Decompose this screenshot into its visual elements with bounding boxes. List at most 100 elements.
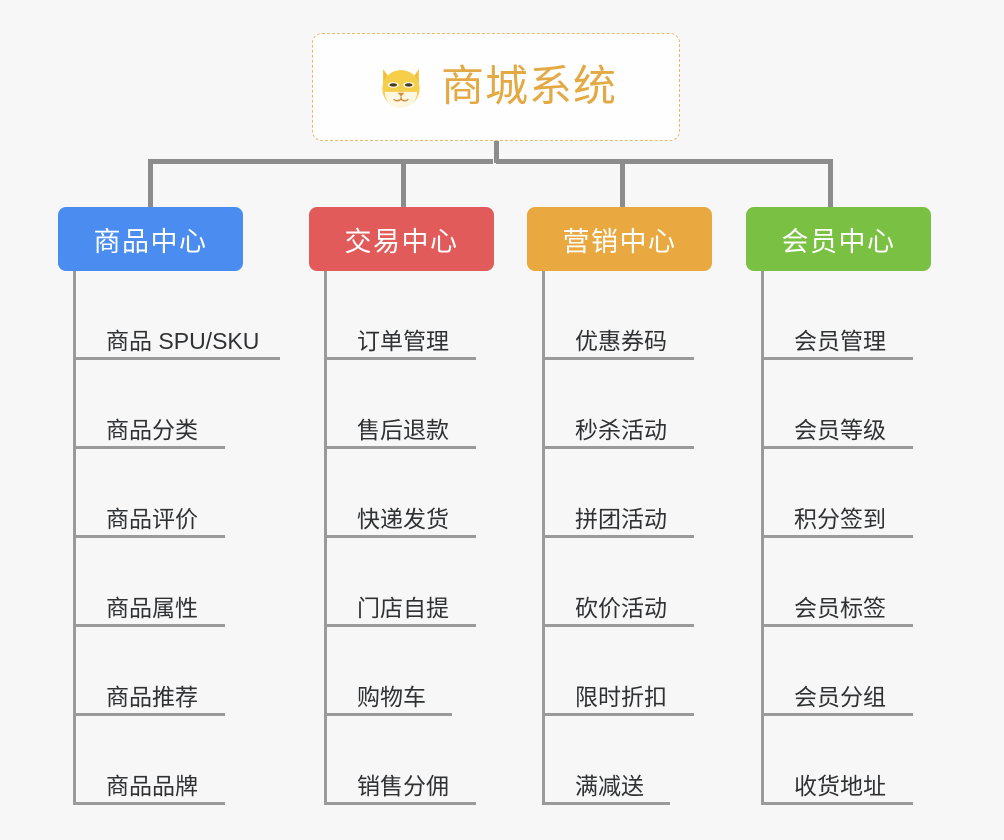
- branch-header-2[interactable]: 交易中心: [309, 207, 494, 271]
- leaf-list-4: 会员管理 会员等级 积分签到 会员标签 会员分组 收货地址: [761, 271, 913, 805]
- leaf-rule: [542, 357, 694, 360]
- leaf-label: 会员管理: [794, 327, 886, 354]
- leaf-label: 商品推荐: [106, 683, 198, 710]
- leaf-rule: [324, 624, 476, 627]
- leaf-label: 会员标签: [794, 594, 886, 621]
- leaf-rule: [324, 713, 452, 716]
- connector-drop-4: [828, 159, 833, 209]
- leaf-item[interactable]: 快递发货: [324, 449, 476, 538]
- connector-bus-left: [148, 159, 493, 164]
- leaf-label: 商品属性: [106, 594, 198, 621]
- branch-header-label-2: 交易中心: [344, 226, 459, 257]
- leaf-label: 积分签到: [794, 505, 886, 532]
- leaf-item[interactable]: 商品 SPU/SKU: [73, 271, 280, 360]
- leaf-label: 商品品牌: [106, 772, 198, 799]
- leaf-label: 商品分类: [106, 416, 198, 443]
- branch-trunk-4: [761, 271, 764, 805]
- leaf-label: 购物车: [357, 683, 426, 710]
- leaf-label: 商品评价: [106, 505, 198, 532]
- leaf-item[interactable]: 秒杀活动: [542, 360, 694, 449]
- leaf-list-1: 商品 SPU/SKU 商品分类 商品评价 商品属性 商品推荐 商品品牌: [73, 271, 280, 805]
- leaf-item[interactable]: 售后退款: [324, 360, 476, 449]
- branch-trunk-2: [324, 271, 327, 805]
- leaf-label: 限时折扣: [575, 683, 667, 710]
- leaf-item[interactable]: 购物车: [324, 627, 455, 716]
- leaf-rule: [73, 624, 225, 627]
- leaf-rule: [324, 357, 476, 360]
- leaf-item[interactable]: 限时折扣: [542, 627, 694, 716]
- leaf-label: 快递发货: [357, 505, 449, 532]
- leaf-label: 订单管理: [357, 327, 449, 354]
- leaf-item[interactable]: 拼团活动: [542, 449, 694, 538]
- leaf-rule: [542, 624, 694, 627]
- leaf-item[interactable]: 商品分类: [73, 360, 265, 449]
- leaf-label: 砍价活动: [575, 594, 667, 621]
- leaf-rule: [761, 446, 913, 449]
- branch-header-4[interactable]: 会员中心: [746, 207, 931, 271]
- leaf-rule: [73, 535, 225, 538]
- leaf-rule: [324, 446, 476, 449]
- leaf-item[interactable]: 会员管理: [761, 271, 913, 360]
- leaf-item[interactable]: 会员分组: [761, 627, 913, 716]
- leaf-item[interactable]: 商品属性: [73, 538, 265, 627]
- leaf-rule: [73, 713, 225, 716]
- leaf-rule: [324, 535, 476, 538]
- leaf-rule: [542, 713, 694, 716]
- shiba-dog-emoji: [382, 69, 420, 109]
- root-title: 商城系统: [441, 62, 617, 111]
- leaf-item[interactable]: 满减送: [542, 716, 673, 805]
- leaf-label: 会员等级: [794, 416, 886, 443]
- leaf-rule: [73, 802, 225, 805]
- branch-header-label-1: 商品中心: [93, 226, 208, 257]
- leaf-rule: [73, 357, 280, 360]
- leaf-item[interactable]: 会员标签: [761, 538, 913, 627]
- branch-column-1: 商品中心 商品 SPU/SKU 商品分类 商品评价 商品属性 商品推荐: [58, 207, 280, 805]
- leaf-rule: [761, 624, 913, 627]
- branch-header-label-4: 会员中心: [781, 226, 896, 257]
- leaf-label: 会员分组: [794, 683, 886, 710]
- leaf-label: 门店自提: [357, 594, 449, 621]
- leaf-item[interactable]: 商品品牌: [73, 716, 265, 805]
- leaf-item[interactable]: 订单管理: [324, 271, 476, 360]
- leaf-list-2: 订单管理 售后退款 快递发货 门店自提 购物车 销售分佣: [324, 271, 476, 805]
- leaf-rule: [761, 357, 913, 360]
- leaf-label: 收货地址: [794, 772, 886, 799]
- branch-column-4: 会员中心 会员管理 会员等级 积分签到 会员标签 会员分组: [746, 207, 931, 805]
- branch-header-label-3: 营销中心: [562, 226, 677, 257]
- branch-column-3: 营销中心 优惠券码 秒杀活动 拼团活动 砍价活动 限时折扣: [527, 207, 712, 805]
- leaf-label: 满减送: [575, 772, 644, 799]
- leaf-label: 优惠券码: [575, 327, 667, 354]
- branch-column-2: 交易中心 订单管理 售后退款 快递发货 门店自提 购物车: [309, 207, 494, 805]
- connector-drop-1: [148, 159, 153, 209]
- branch-header-3[interactable]: 营销中心: [527, 207, 712, 271]
- leaf-item[interactable]: 商品评价: [73, 449, 265, 538]
- leaf-list-3: 优惠券码 秒杀活动 拼团活动 砍价活动 限时折扣 满减送: [542, 271, 694, 805]
- leaf-label: 拼团活动: [575, 505, 667, 532]
- branch-trunk-3: [542, 271, 545, 805]
- connector-root-stem: [494, 141, 499, 163]
- leaf-rule: [761, 802, 913, 805]
- leaf-rule: [324, 802, 476, 805]
- leaf-item[interactable]: 积分签到: [761, 449, 913, 538]
- leaf-item[interactable]: 销售分佣: [324, 716, 476, 805]
- leaf-item[interactable]: 收货地址: [761, 716, 913, 805]
- root-node[interactable]: 商城系统: [312, 33, 680, 141]
- leaf-rule: [542, 446, 694, 449]
- leaf-item[interactable]: 门店自提: [324, 538, 476, 627]
- leaf-label: 商品 SPU/SKU: [106, 327, 260, 354]
- leaf-rule: [542, 535, 694, 538]
- branch-header-1[interactable]: 商品中心: [58, 207, 243, 271]
- leaf-rule: [761, 713, 913, 716]
- leaf-label: 售后退款: [357, 416, 449, 443]
- leaf-label: 销售分佣: [357, 772, 449, 799]
- leaf-rule: [761, 535, 913, 538]
- leaf-item[interactable]: 商品推荐: [73, 627, 265, 716]
- connector-drop-3: [620, 159, 625, 209]
- leaf-item[interactable]: 优惠券码: [542, 271, 694, 360]
- leaf-rule: [73, 446, 225, 449]
- leaf-item[interactable]: 砍价活动: [542, 538, 694, 627]
- leaf-label: 秒杀活动: [575, 416, 667, 443]
- branch-trunk-1: [73, 271, 76, 805]
- leaf-item[interactable]: 会员等级: [761, 360, 913, 449]
